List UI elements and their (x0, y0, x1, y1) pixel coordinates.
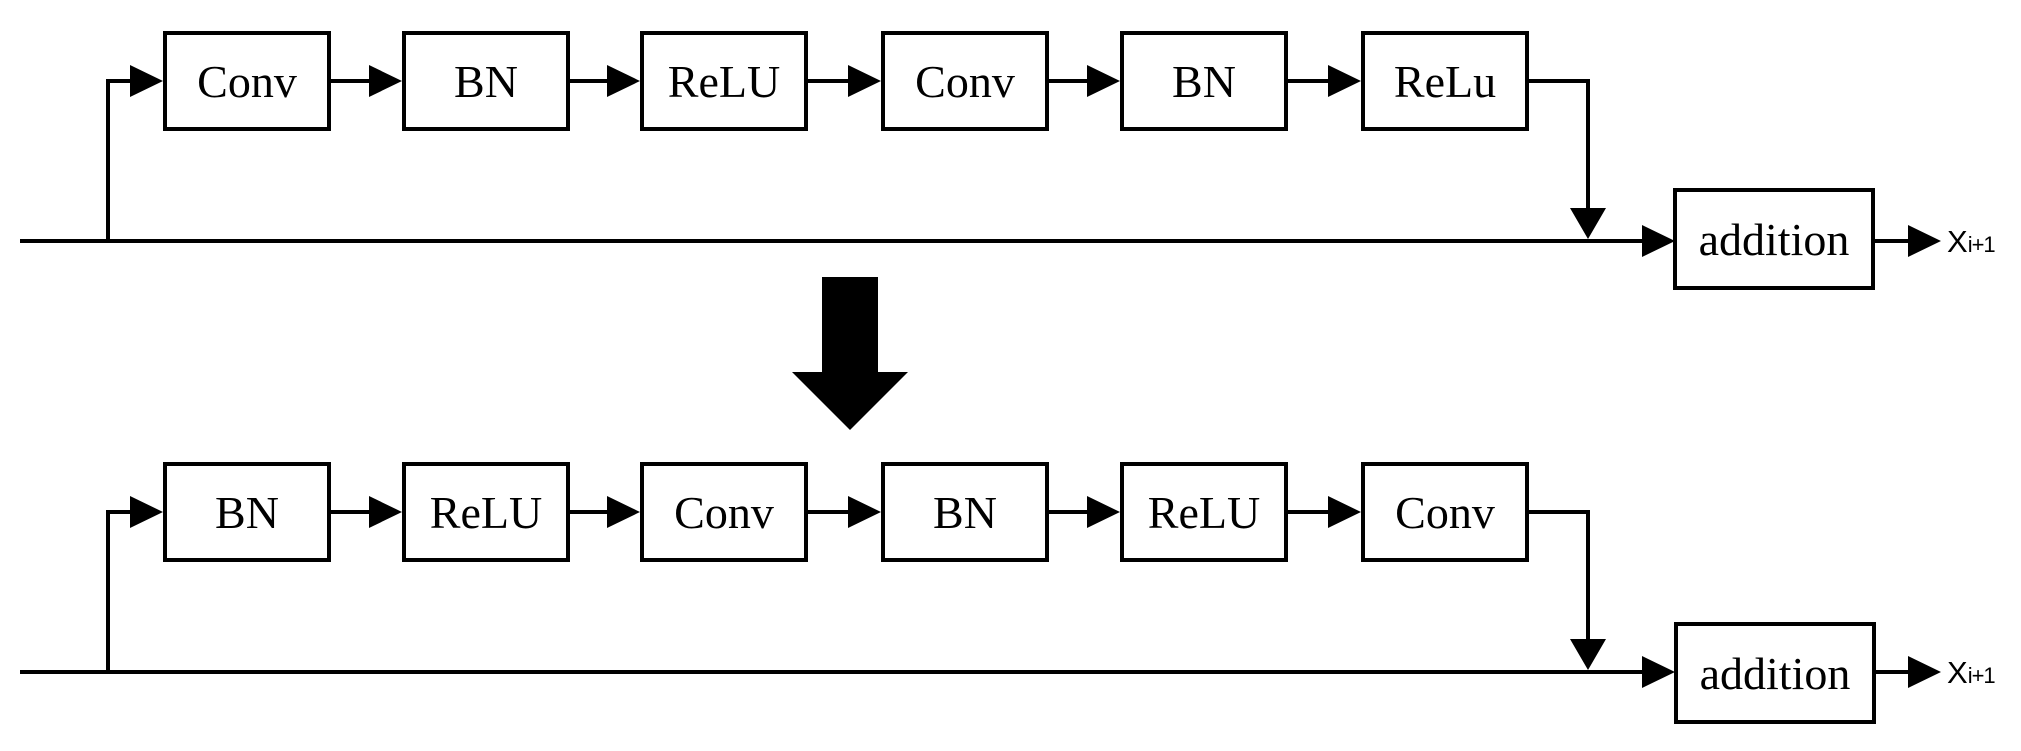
connector-line (808, 510, 848, 514)
block-label: BN (454, 55, 518, 107)
arrowhead-down-icon (1570, 639, 1606, 670)
block-bn: BN (1120, 31, 1288, 131)
arrowhead-icon (369, 496, 402, 528)
elbow-line (1529, 79, 1590, 83)
arrowhead-icon (607, 496, 640, 528)
arrowhead-icon (1908, 225, 1941, 257)
branch-line (106, 79, 110, 243)
output-line (1875, 239, 1908, 243)
connector-line (1049, 79, 1087, 83)
arrowhead-icon (1087, 65, 1120, 97)
arrowhead-icon (1642, 225, 1675, 257)
elbow-line (1586, 510, 1590, 640)
block-label: BN (933, 486, 997, 538)
skip-connection-line (20, 239, 1642, 243)
block-relu: ReLu (1361, 31, 1529, 131)
transform-down-arrow-icon (792, 372, 908, 430)
block-label: Conv (674, 486, 774, 538)
arrowhead-icon (130, 65, 163, 97)
block-label: Conv (197, 55, 297, 107)
connector-line (570, 510, 607, 514)
output-label: Xi+1 (1947, 655, 1996, 691)
block-label: BN (1172, 55, 1236, 107)
block-label: ReLu (1393, 55, 1497, 107)
arrowhead-icon (1087, 496, 1120, 528)
elbow-line (1529, 510, 1590, 514)
output-symbol: X (1947, 655, 1968, 690)
arrowhead-icon (1908, 656, 1941, 688)
block-label: ReLU (429, 486, 543, 538)
branch-line (106, 510, 110, 674)
block-label: BN (215, 486, 279, 538)
arrowhead-icon (130, 496, 163, 528)
output-subscript: i+1 (1967, 232, 1996, 257)
skip-connection-line (20, 670, 1642, 674)
connector-line (331, 79, 369, 83)
arrowhead-icon (1642, 656, 1675, 688)
block-label: Conv (1395, 486, 1495, 538)
block-bn: BN (402, 31, 570, 131)
branch-line (106, 510, 132, 514)
output-line (1876, 670, 1908, 674)
block-conv: Conv (1361, 462, 1529, 562)
connector-line (808, 79, 848, 83)
block-conv: Conv (163, 31, 331, 131)
block-bn: BN (163, 462, 331, 562)
block-relu: ReLU (402, 462, 570, 562)
arrowhead-icon (1328, 65, 1361, 97)
arrowhead-icon (607, 65, 640, 97)
connector-line (570, 79, 607, 83)
transform-down-arrow-icon (822, 277, 878, 373)
output-symbol: X (1947, 224, 1968, 259)
addition-label: addition (1698, 213, 1850, 265)
arrowhead-down-icon (1570, 208, 1606, 239)
branch-line (106, 79, 132, 83)
connector-line (1288, 510, 1328, 514)
connector-line (1049, 510, 1087, 514)
output-subscript: i+1 (1967, 663, 1996, 688)
block-conv: Conv (640, 462, 808, 562)
arrowhead-icon (848, 65, 881, 97)
block-conv: Conv (881, 31, 1049, 131)
connector-line (1288, 79, 1328, 83)
output-label: Xi+1 (1947, 224, 1996, 260)
block-relu: ReLU (640, 31, 808, 131)
arrowhead-icon (369, 65, 402, 97)
block-relu: ReLU (1120, 462, 1288, 562)
block-label: Conv (915, 55, 1015, 107)
block-label: ReLU (1147, 486, 1261, 538)
arrowhead-icon (1328, 496, 1361, 528)
elbow-line (1586, 79, 1590, 209)
block-bn: BN (881, 462, 1049, 562)
arrowhead-icon (848, 496, 881, 528)
addition-box: addition (1674, 622, 1876, 724)
addition-label: addition (1699, 647, 1851, 699)
addition-box: addition (1673, 188, 1875, 290)
connector-line (331, 510, 369, 514)
block-label: ReLU (667, 55, 781, 107)
